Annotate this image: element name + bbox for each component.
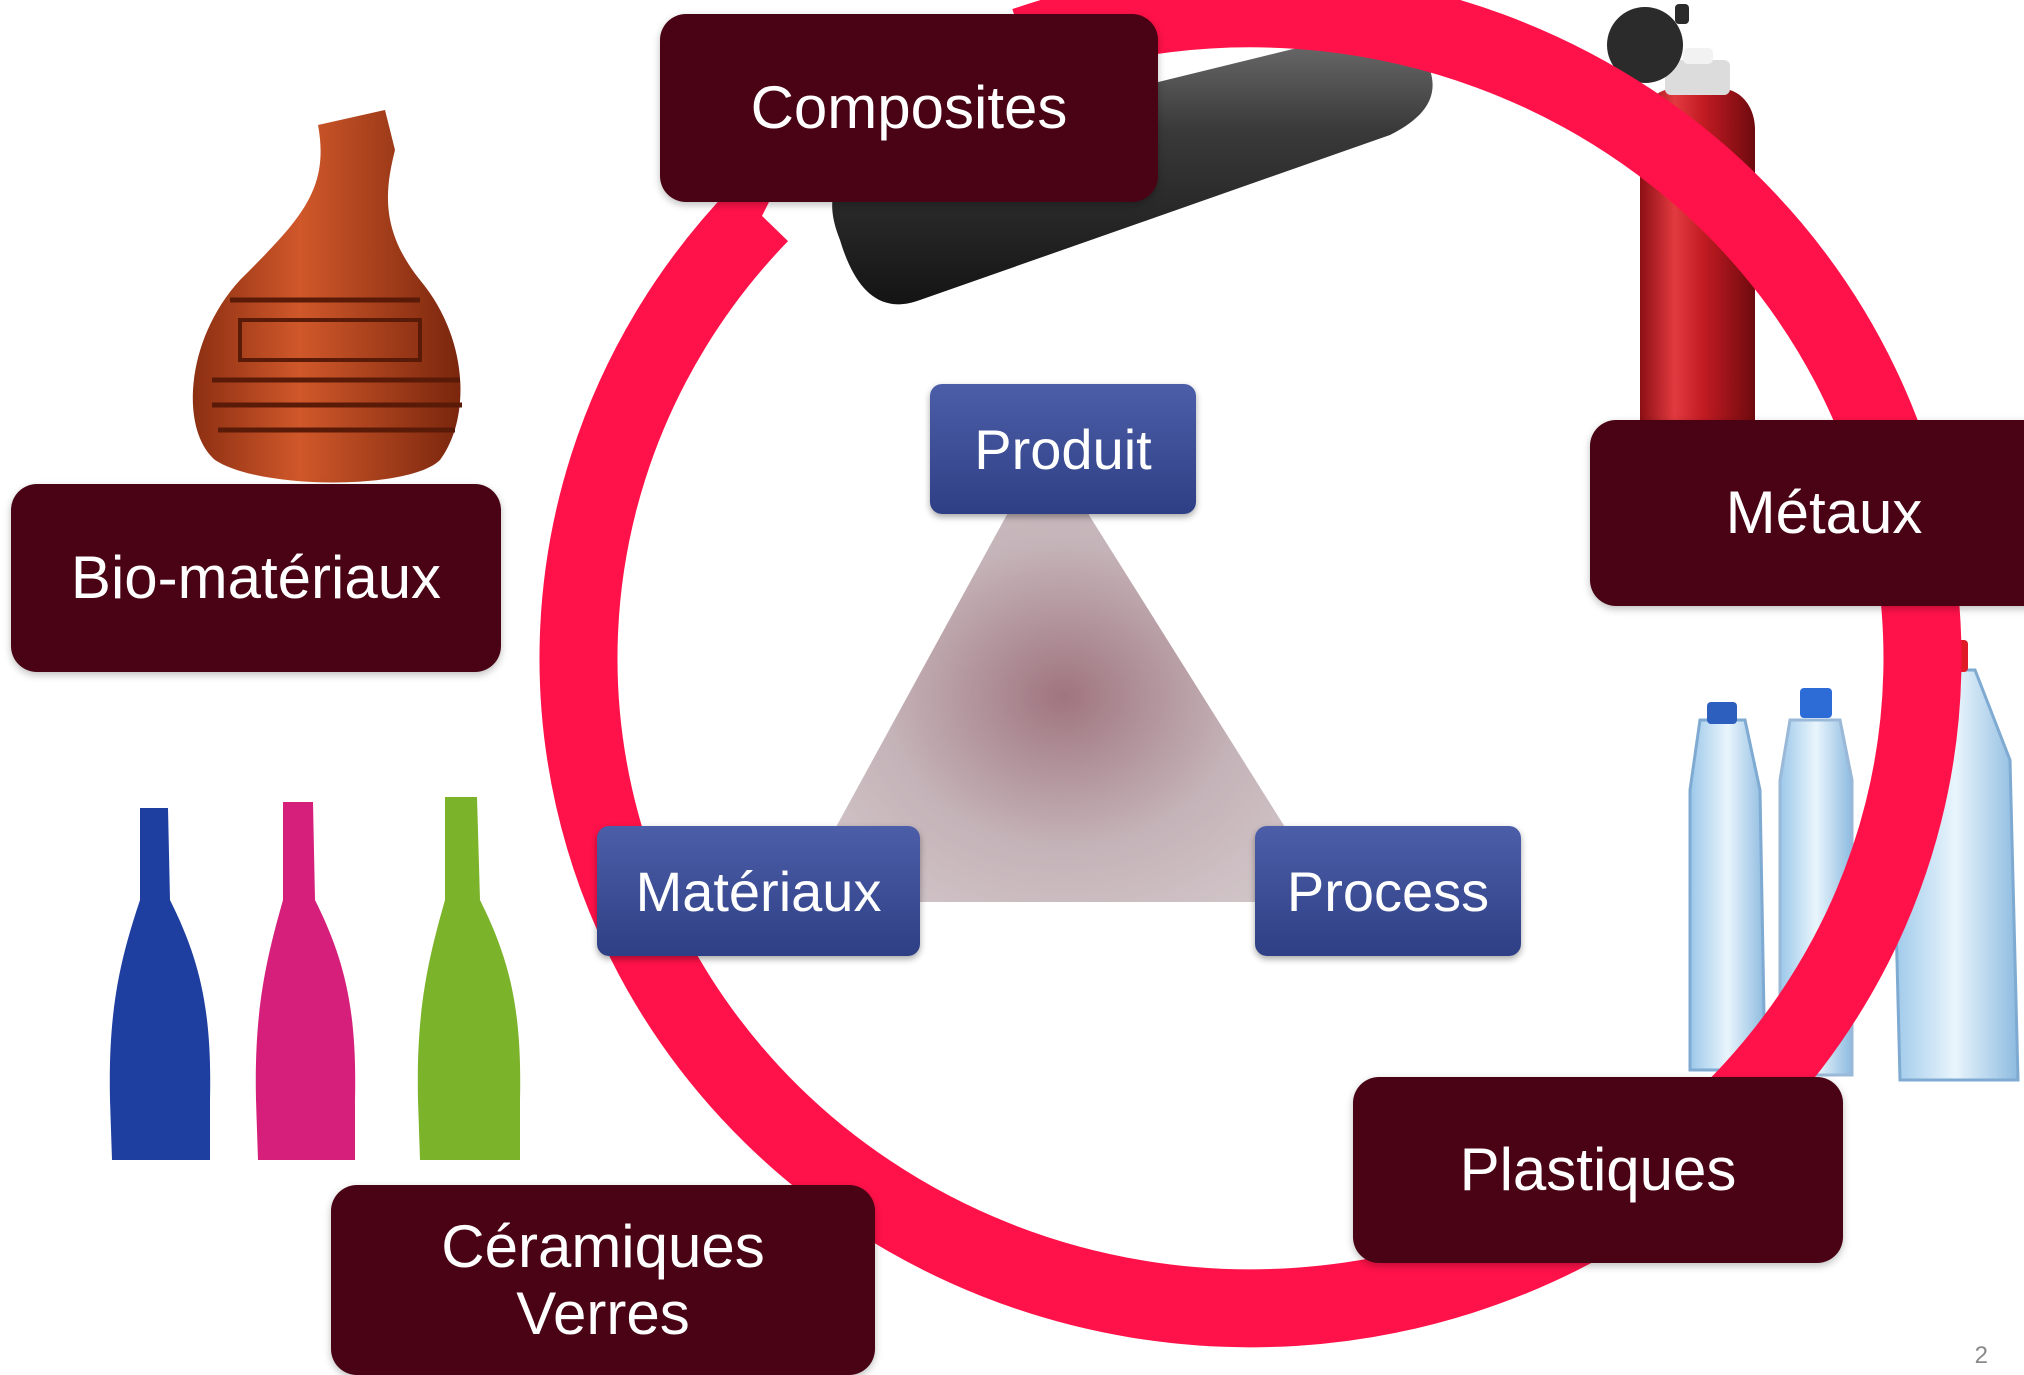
vase-icon	[192, 110, 461, 483]
category-composites: Composites	[660, 14, 1158, 202]
core-triangle	[795, 445, 1332, 902]
glass-bottles-illustration	[109, 797, 521, 1160]
page-number: 2	[1974, 1342, 1988, 1369]
ceramic-vase-illustration	[192, 110, 462, 483]
category-verres-label: Verres	[516, 1280, 690, 1347]
category-bio-materiaux: Bio-matériaux	[11, 484, 501, 672]
category-plastiques-label: Plastiques	[1459, 1136, 1737, 1204]
category-ceramiques-verres: Céramiques Verres	[331, 1185, 875, 1375]
category-ceramiques-label: Céramiques	[441, 1212, 765, 1280]
glass-bottle-icon	[109, 808, 211, 1160]
core-materiaux-label: Matériaux	[635, 859, 882, 923]
category-metaux-label: Métaux	[1725, 479, 1923, 547]
category-composites-label: Composites	[750, 74, 1068, 142]
core-process-label: Process	[1286, 859, 1490, 923]
category-metaux: Métaux	[1590, 420, 2024, 606]
water-bottle-icon	[1688, 718, 1767, 1072]
core-process: Process	[1255, 826, 1521, 956]
category-plastiques: Plastiques	[1353, 1077, 1843, 1263]
category-bio-label: Bio-matériaux	[70, 544, 442, 612]
core-produit: Produit	[930, 384, 1196, 514]
core-produit-label: Produit	[974, 417, 1152, 481]
core-materiaux: Matériaux	[597, 826, 920, 956]
